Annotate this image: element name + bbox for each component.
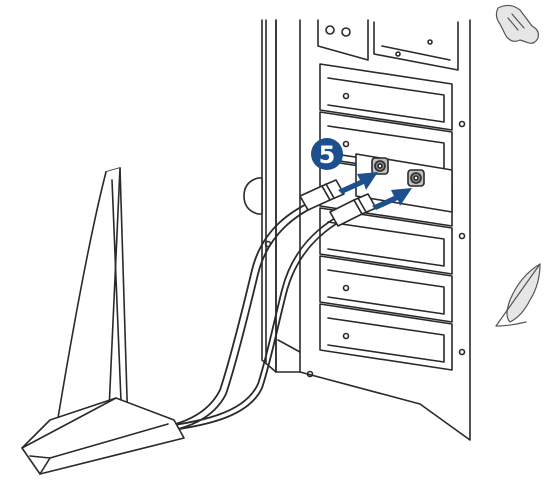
antenna-port-1 [372,158,388,174]
rear-io-top [318,20,458,70]
case-hinge [244,178,262,214]
hand-note-icon [496,5,538,43]
step-number: 5 [319,141,336,169]
feather-quill-icon [496,264,540,326]
computer-case [244,20,470,440]
step-badge: 5 [311,138,343,170]
wifi-antenna [22,168,184,474]
antenna-port-2 [408,170,424,186]
case-side-panel [262,20,276,372]
antenna-cables [140,198,350,434]
